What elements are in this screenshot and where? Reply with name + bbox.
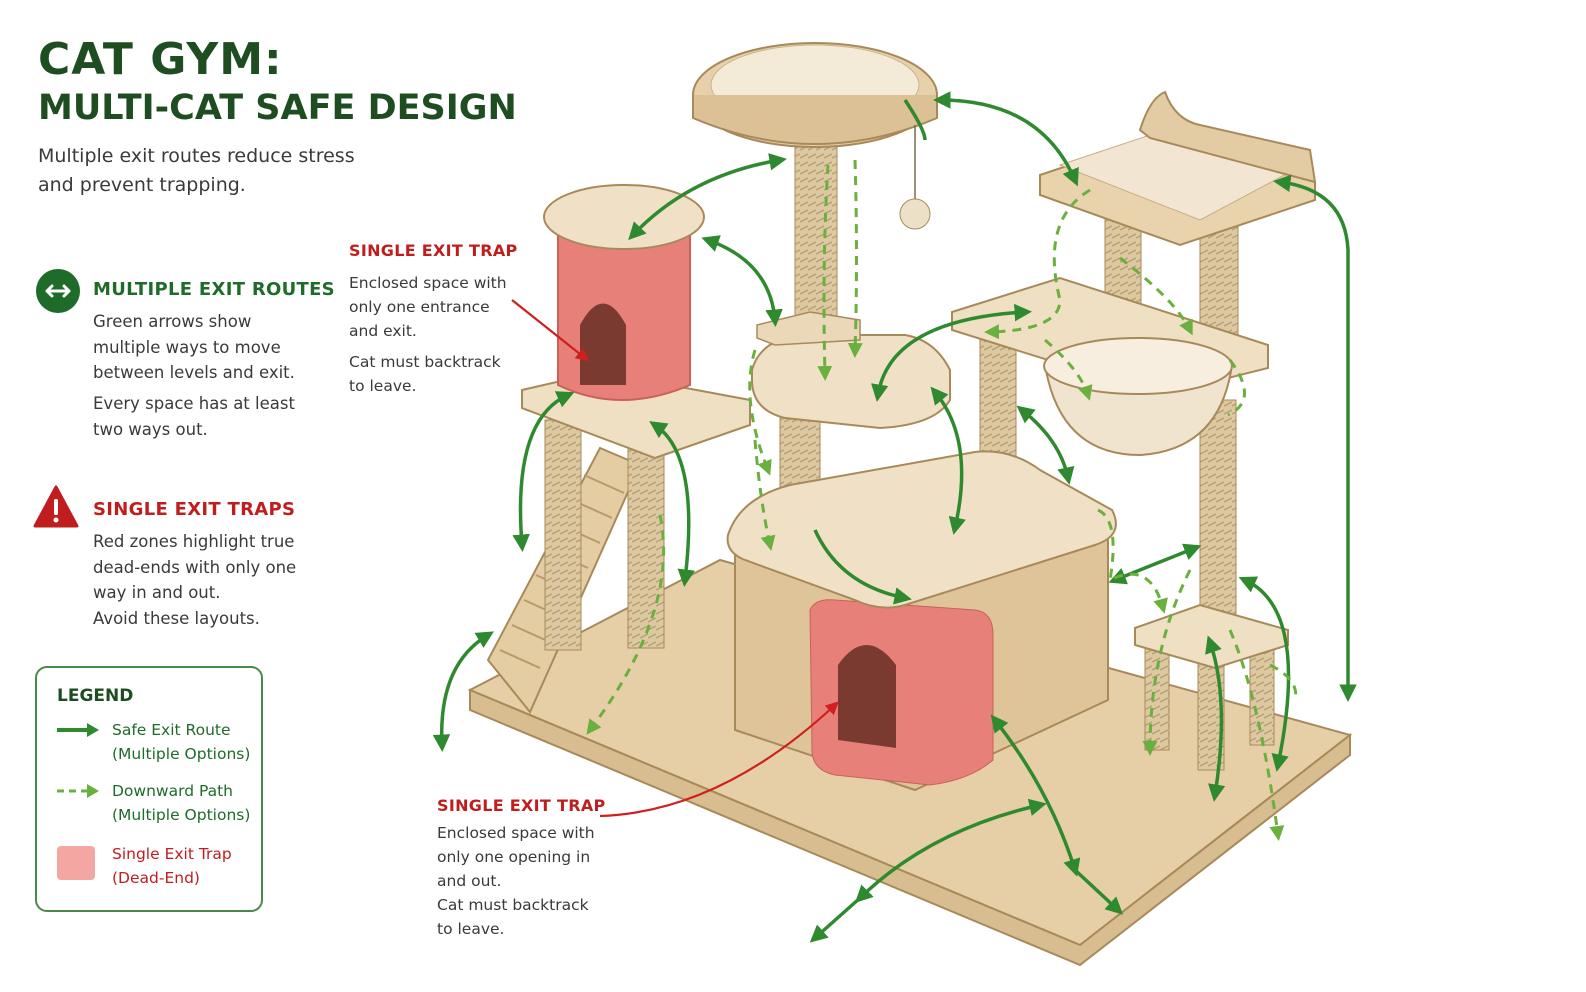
dashed-green-arrow-icon	[57, 784, 99, 798]
hut-trap	[543, 184, 705, 401]
cube-trap-zone	[809, 599, 994, 786]
page-subtitle: Multiple exit routes reduce stress and p…	[38, 145, 355, 196]
top-trap-callout-note: Cat must backtrack to leave.	[349, 353, 501, 395]
single-exit-text: Red zones highlight true dead-ends with …	[93, 532, 297, 602]
red-swatch-icon	[57, 846, 95, 880]
central-cube	[726, 450, 1117, 792]
mid-platform	[751, 334, 951, 430]
single-exit-note: Avoid these layouts.	[93, 609, 260, 628]
legend-item-safe-exit: Safe Exit Route(Multiple Options)	[112, 721, 251, 763]
bottom-trap-callout-text: Enclosed space with only one opening in …	[437, 824, 595, 890]
top-bed	[692, 42, 938, 230]
legend-item-trap: Single Exit Trap(Dead-End)	[112, 845, 232, 887]
solid-green-arrow-icon	[57, 723, 99, 737]
page-title-line1: CAT GYM:	[38, 34, 283, 85]
multiple-exit-note: Every space has at least two ways out.	[93, 394, 295, 439]
bottom-trap-callout-note: Cat must backtrack to leave.	[437, 896, 589, 938]
solid-routes	[432, 91, 1357, 943]
warning-icon	[33, 485, 79, 528]
multiple-exit-text: Green arrows show multiple ways to move …	[93, 312, 295, 382]
page-title-line2: MULTI-CAT SAFE DESIGN	[38, 88, 517, 128]
top-trap-callout-heading: SINGLE EXIT TRAP	[349, 241, 518, 260]
dashed-routes	[586, 159, 1298, 841]
legend-box: LEGEND Safe Exit Route(Multiple Options)…	[35, 666, 263, 912]
legend-item-downward: Downward Path(Multiple Options)	[112, 782, 251, 824]
single-exit-heading: SINGLE EXIT TRAPS	[93, 499, 296, 520]
right-top-platform	[1039, 90, 1317, 247]
top-trap-callout-text: Enclosed space with only one entrance an…	[349, 274, 507, 340]
multiple-exit-heading: MULTIPLE EXIT ROUTES	[93, 279, 335, 300]
bottom-trap-callout-heading: SINGLE EXIT TRAP	[437, 796, 606, 815]
small-step	[756, 311, 861, 346]
legend-title: LEGEND	[57, 686, 134, 706]
trap-pointers	[511, 299, 839, 818]
double-arrow-icon	[36, 269, 80, 313]
